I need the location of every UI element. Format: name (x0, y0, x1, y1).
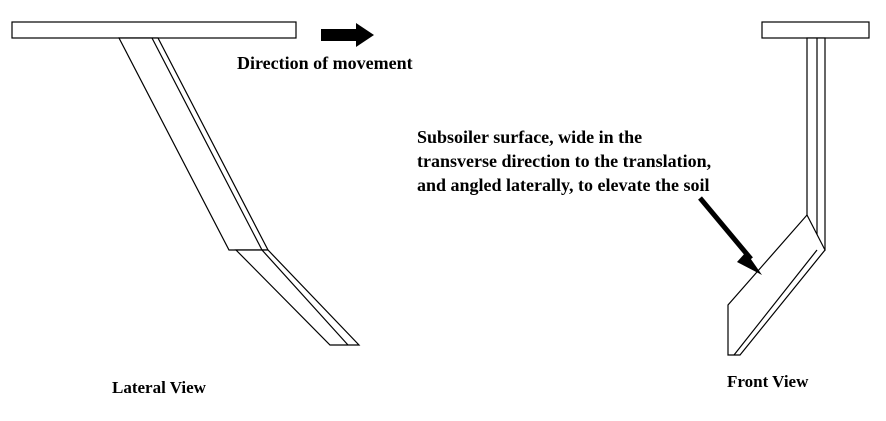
front-shank (806, 37, 826, 251)
front-wing-inner-edge (733, 249, 818, 356)
callout-line: transverse direction to the translation, (417, 151, 712, 171)
lateral-point-inner-edge (261, 249, 349, 346)
lateral-view-label: Lateral View (112, 378, 206, 397)
callout-line: and angled laterally, to elevate the soi… (417, 175, 710, 195)
front-wing (727, 213, 826, 356)
lateral-point (234, 249, 361, 346)
callout-arrow-shaft (698, 196, 753, 261)
front-beam (761, 21, 870, 39)
callout-arrow-icon (737, 252, 762, 275)
direction-label: Direction of movement (237, 53, 413, 73)
callout-line: Subsoiler surface, wide in the (417, 127, 643, 147)
subsoiler-callout: Subsoiler surface, wide in the transvers… (417, 125, 711, 197)
direction-arrow-icon (321, 23, 374, 47)
lateral-shank-inner-edge (151, 37, 263, 251)
front-view-label: Front View (727, 372, 809, 391)
lateral-beam (11, 21, 297, 39)
